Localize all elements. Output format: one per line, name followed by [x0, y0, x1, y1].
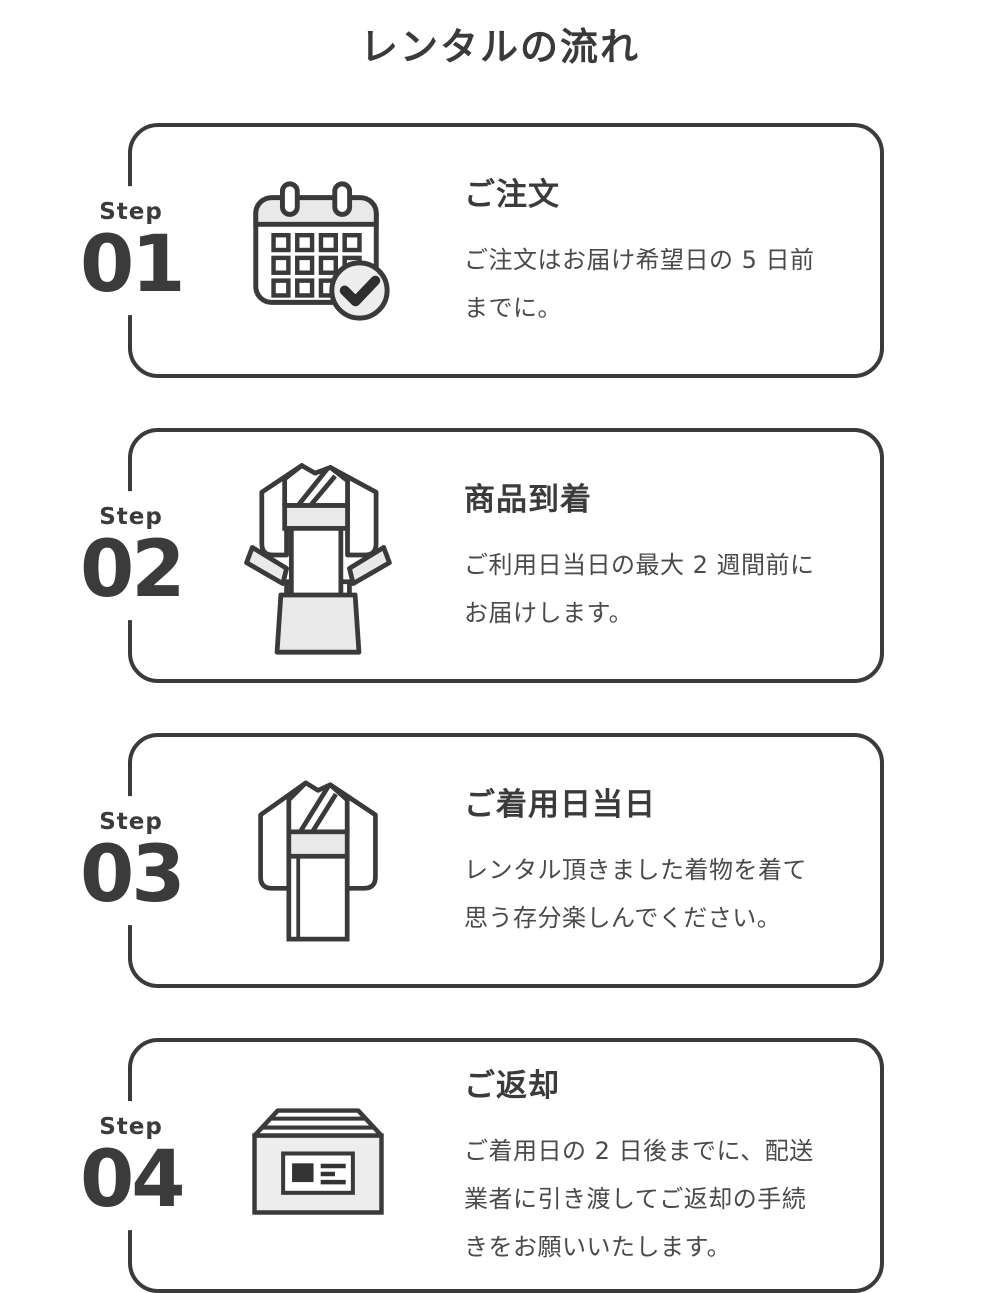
step-description: レンタル頂きました着物を着て 思う存分楽しんでください。 — [464, 856, 807, 932]
step-badge-2: Step 02 — [80, 490, 186, 621]
shipping-box-icon — [232, 1102, 404, 1230]
step-number: 02 — [80, 524, 186, 615]
step-number: 03 — [80, 829, 186, 920]
step-card-3: Step 03 ご着用日当日 レンタル頂きました着物を着て 思う存分楽しんでくだ… — [80, 733, 884, 988]
step-label: Step — [99, 198, 163, 225]
step-number: 01 — [80, 219, 186, 310]
step-text-2: 商品到着 ご利用日当日の最大 2 週間前に お届けします。 — [464, 474, 880, 637]
step-heading: ご返却 — [464, 1068, 560, 1104]
step-badge-3: Step 03 — [80, 795, 186, 926]
kimono-icon — [232, 771, 404, 951]
step-card-4: Step 04 ご返却 ご着用日の 2 日後までに、配送 業者に引き渡してご返却… — [80, 1038, 884, 1293]
step-text-4: ご返却 ご着用日の 2 日後までに、配送 業者に引き渡してご返却の手続 きをお願… — [464, 1060, 880, 1271]
step-badge-1: Step 01 — [80, 185, 186, 316]
page-title: レンタルの流れ — [359, 25, 640, 69]
step-badge-4: Step 04 — [80, 1100, 186, 1231]
kimono-in-box-icon — [232, 456, 404, 656]
step-heading: ご着用日当日 — [464, 787, 656, 823]
step-text-1: ご注文 ご注文はお届け希望日の 5 日前 までに。 — [464, 169, 880, 332]
step-card-2: Step 02 — [80, 428, 884, 683]
step-label: Step — [99, 808, 163, 835]
step-number: 04 — [80, 1134, 186, 1225]
step-heading: 商品到着 — [464, 482, 592, 518]
step-description: ご利用日当日の最大 2 週間前に お届けします。 — [464, 551, 815, 627]
step-heading: ご注文 — [464, 177, 560, 213]
step-label: Step — [99, 1113, 163, 1140]
step-label: Step — [99, 503, 163, 530]
calendar-check-icon — [232, 176, 404, 326]
step-description: ご着用日の 2 日後までに、配送 業者に引き渡してご返却の手続 きをお願いいたし… — [464, 1137, 814, 1261]
step-description: ご注文はお届け希望日の 5 日前 までに。 — [464, 246, 815, 322]
step-card-1: Step 01 ご注文 ご注文はお届け希望日の 5 日前 までに。 — [80, 123, 884, 378]
step-text-3: ご着用日当日 レンタル頂きました着物を着て 思う存分楽しんでください。 — [464, 779, 880, 942]
